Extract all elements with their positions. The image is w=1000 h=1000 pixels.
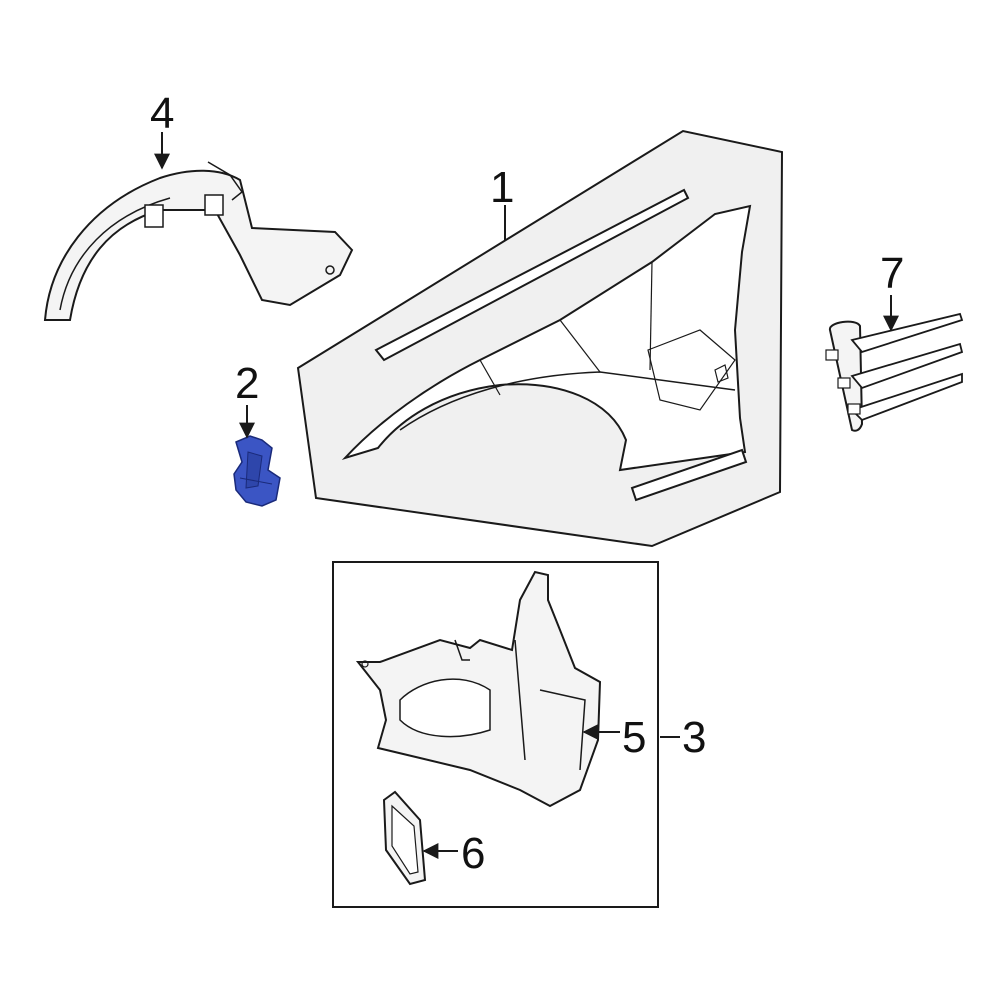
callout-2: 2 bbox=[235, 359, 260, 408]
part-2-bracket[interactable] bbox=[233, 435, 281, 507]
callout-6: 6 bbox=[461, 829, 486, 878]
callout-7: 7 bbox=[880, 249, 905, 298]
part-7-clips[interactable] bbox=[825, 312, 964, 432]
leader-lines bbox=[154, 132, 899, 859]
callout-4: 4 bbox=[150, 89, 175, 138]
part-6-seal[interactable] bbox=[382, 790, 427, 886]
part-4-wheel-liner[interactable] bbox=[43, 161, 354, 321]
callout-5: 5 bbox=[622, 713, 647, 762]
part-3-splash-shield[interactable] bbox=[355, 570, 602, 808]
part-1-fender[interactable] bbox=[296, 129, 784, 548]
callout-3: 3 bbox=[682, 713, 707, 762]
callout-1: 1 bbox=[490, 163, 515, 212]
